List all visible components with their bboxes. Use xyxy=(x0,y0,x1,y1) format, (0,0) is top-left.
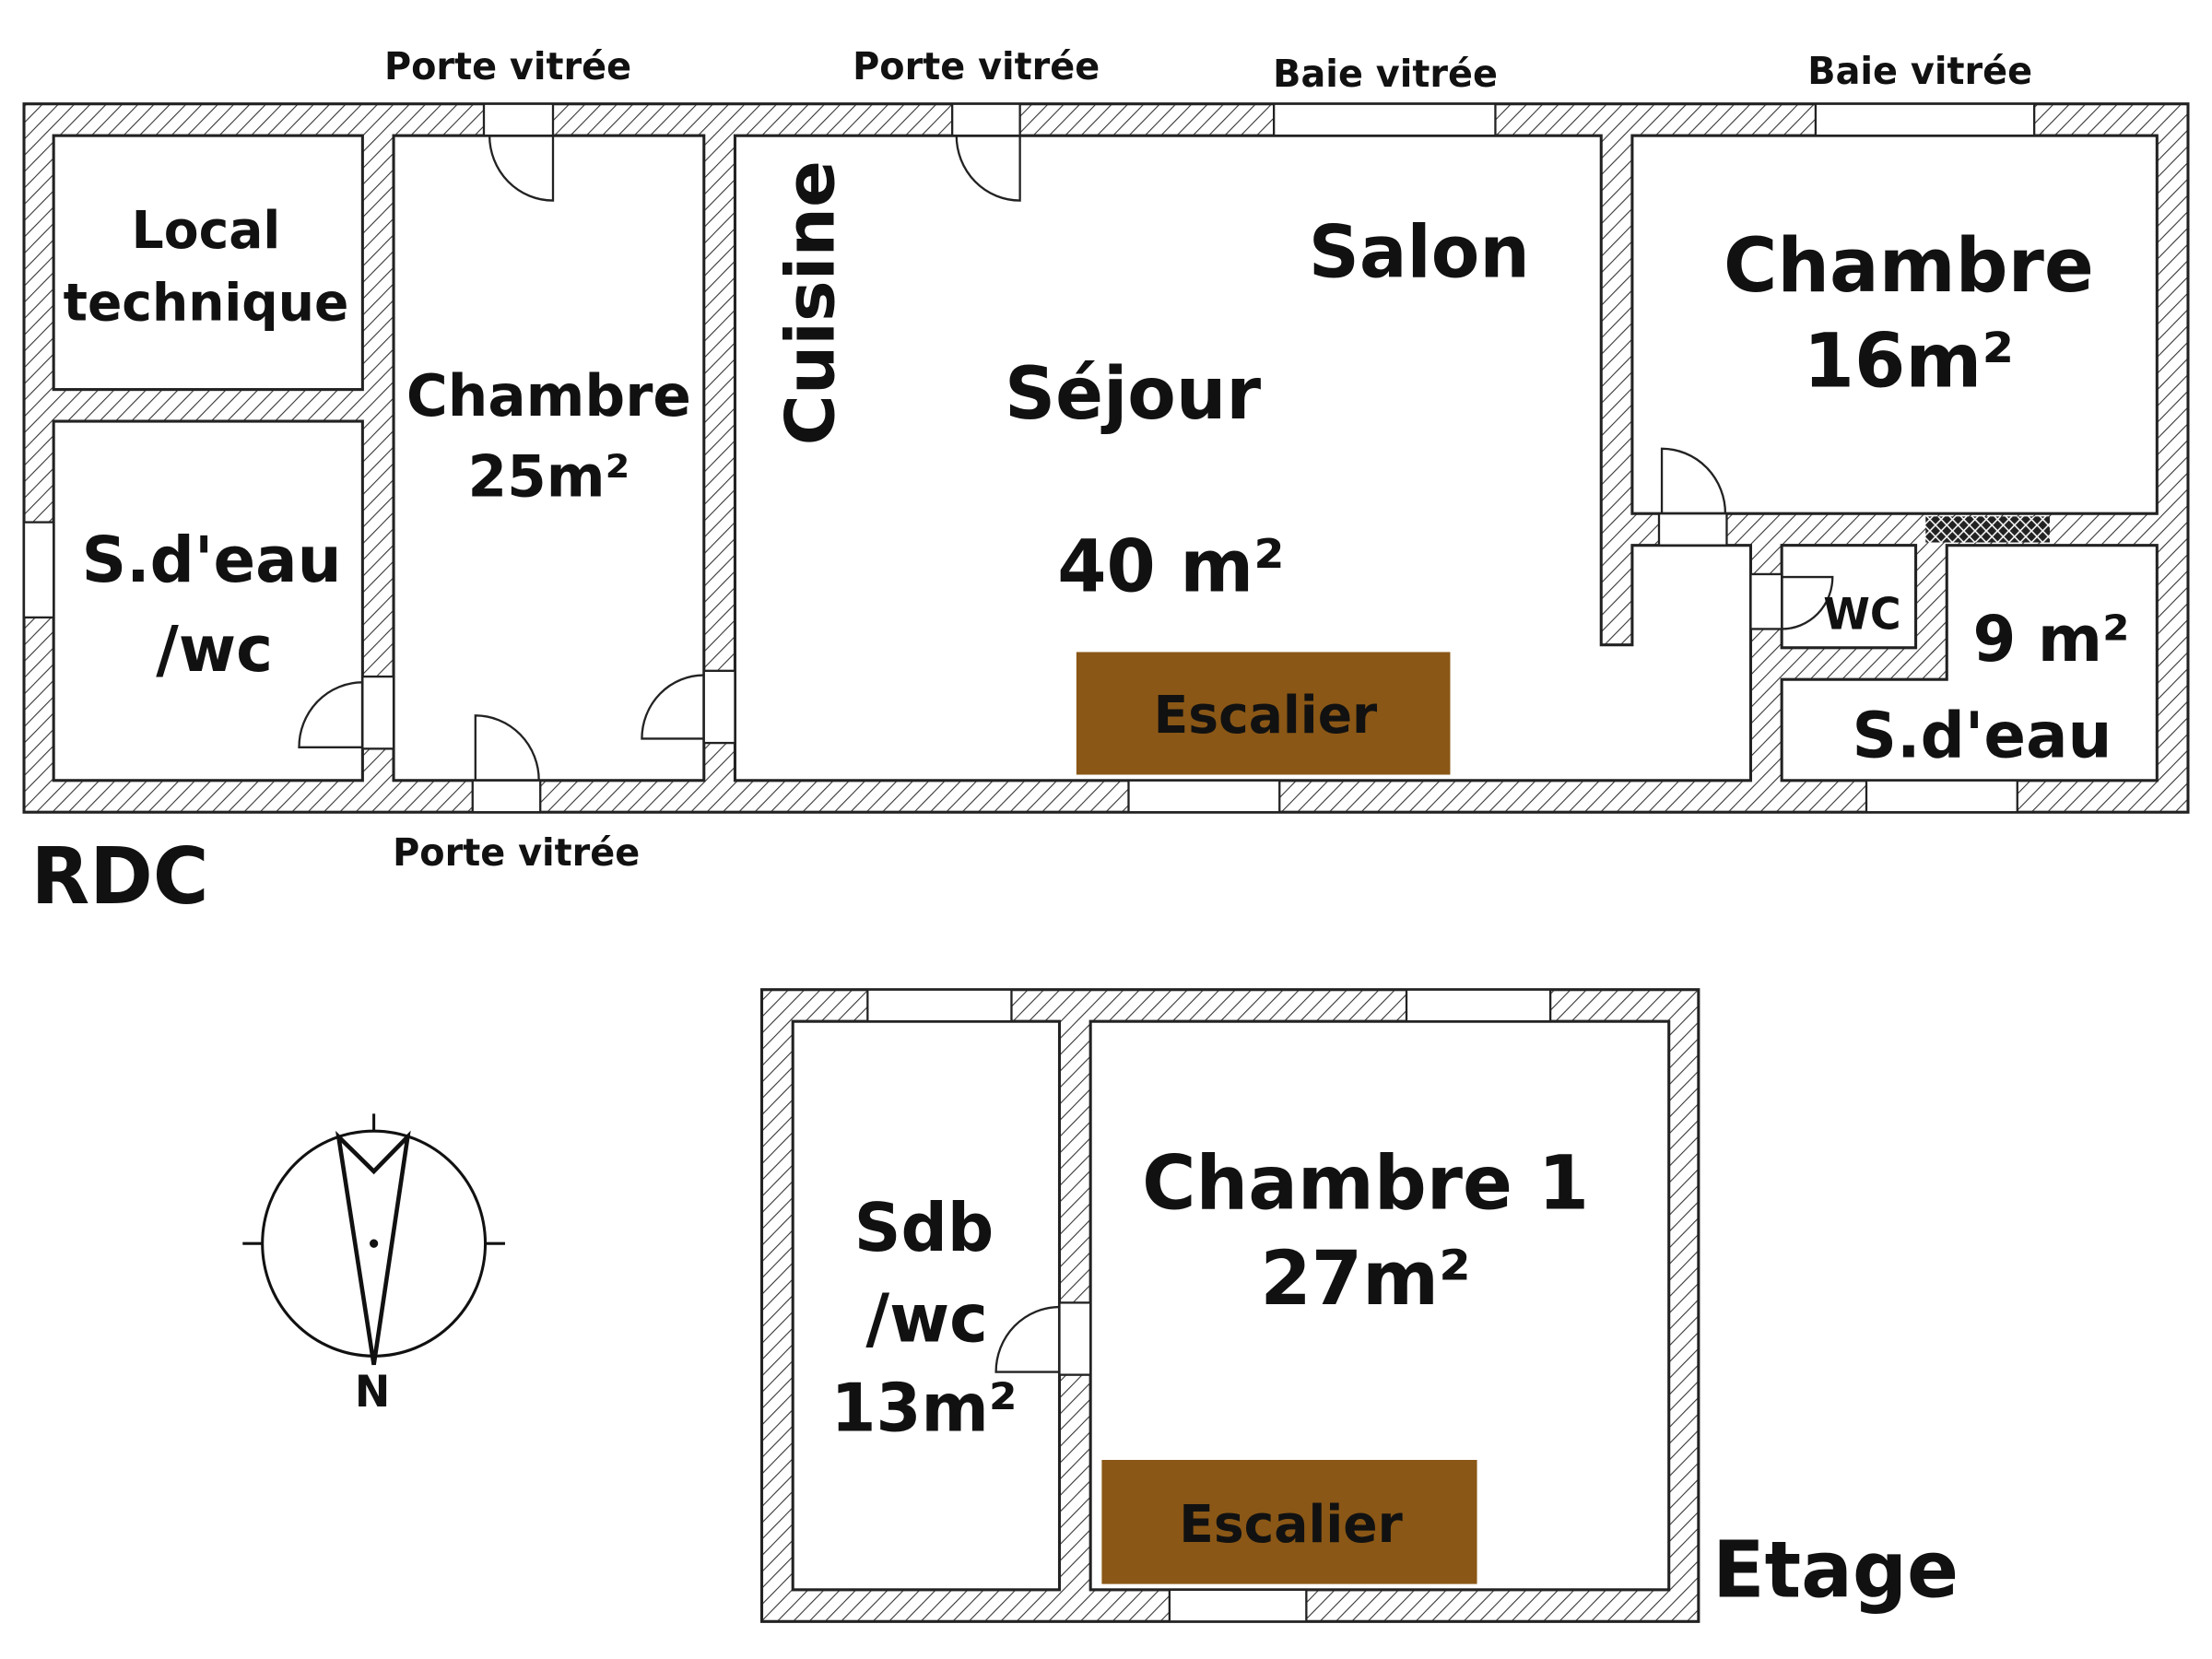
door-swing xyxy=(488,135,555,202)
window xyxy=(1865,779,2018,814)
opening-label: Baie vitrée xyxy=(1807,50,2032,93)
window xyxy=(1814,102,2036,137)
opening-label: Baie vitrée xyxy=(1273,53,1498,97)
ventilation-grill xyxy=(1925,516,2050,543)
compass-north-label: N xyxy=(355,1367,390,1418)
room-local-technique xyxy=(52,134,364,392)
door-opening xyxy=(1657,512,1728,547)
room-area: 13m² xyxy=(830,1370,1017,1447)
room-label: Chambre xyxy=(406,362,691,429)
stairs xyxy=(1101,1460,1477,1584)
window xyxy=(1168,1588,1308,1623)
door-swing xyxy=(994,1305,1060,1373)
window xyxy=(1272,102,1497,137)
room-label: S.d'eau xyxy=(1853,700,2112,773)
room-wc xyxy=(1780,544,1918,650)
door-swing xyxy=(641,674,704,740)
opening-label: Porte vitrée xyxy=(853,46,1100,89)
door-swing xyxy=(474,714,540,781)
room-label: /wc xyxy=(156,613,273,687)
room-sdeau-9 xyxy=(1780,544,2159,782)
ground-floor: Escalier Local technique S.d'eau /wc Cha… xyxy=(22,46,2190,922)
room-label: S.d'eau xyxy=(82,524,342,597)
stairs-label: Escalier xyxy=(1154,686,1378,747)
opening-label: Porte vitrée xyxy=(393,832,640,876)
room-area: 27m² xyxy=(1260,1234,1471,1322)
door-opening xyxy=(1749,572,1783,630)
door-opening xyxy=(361,675,395,750)
door-swing xyxy=(1782,575,1834,630)
room-label: 25m² xyxy=(468,443,630,511)
room-area: 9 m² xyxy=(1973,603,2130,677)
opening-label: Porte vitrée xyxy=(384,46,631,89)
door-opening xyxy=(951,102,1021,137)
room-label: Séjour xyxy=(1005,352,1261,436)
room-label: Salon xyxy=(1309,211,1530,295)
door-swing xyxy=(298,681,363,748)
room-sejour xyxy=(733,134,1753,782)
window xyxy=(866,988,1013,1023)
floor-title: Etage xyxy=(1712,1524,1959,1616)
room-label: Local xyxy=(132,201,281,262)
room-label: 16m² xyxy=(1804,317,2015,405)
compass-icon xyxy=(242,1113,505,1366)
window xyxy=(22,521,55,619)
door-opening xyxy=(482,102,555,137)
room-chambre-16 xyxy=(1630,134,2159,515)
stairs xyxy=(1076,652,1451,775)
window xyxy=(1127,779,1281,814)
door-opening xyxy=(471,779,542,814)
room-label: Chambre xyxy=(1724,221,2094,309)
room-label: Chambre 1 xyxy=(1142,1139,1589,1227)
room-label: Cuisine xyxy=(771,160,850,445)
room-chambre-25 xyxy=(392,134,706,782)
stairs-label: Escalier xyxy=(1179,1495,1403,1556)
door-opening xyxy=(702,669,736,745)
door-opening xyxy=(1058,1301,1092,1376)
room-label: Sdb xyxy=(854,1189,994,1266)
room-sdb xyxy=(791,1019,1062,1592)
room-label: /wc xyxy=(865,1280,987,1358)
room-sdeau-wc xyxy=(52,419,364,782)
door-swing xyxy=(955,135,1021,202)
door-swing xyxy=(1660,447,1727,514)
window xyxy=(1405,988,1552,1023)
room-label: WC xyxy=(1823,589,1900,640)
upper-floor: Escalier Sdb /wc 13m² Chambre 1 27m² Eta… xyxy=(759,988,1959,1623)
room-label: technique xyxy=(64,273,349,334)
floor-title: RDC xyxy=(31,830,209,922)
room-area: 40 m² xyxy=(1057,525,1284,609)
